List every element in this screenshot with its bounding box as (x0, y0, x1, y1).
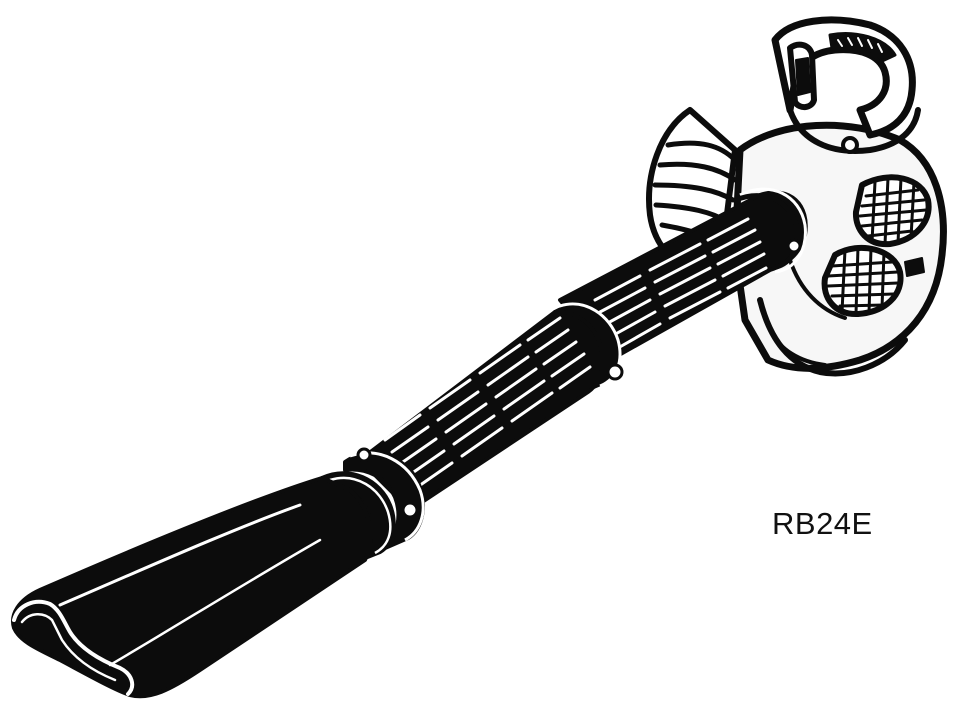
model-label: RB24E (772, 506, 873, 541)
engine-housing (646, 16, 947, 377)
blower-tube (11, 187, 808, 699)
